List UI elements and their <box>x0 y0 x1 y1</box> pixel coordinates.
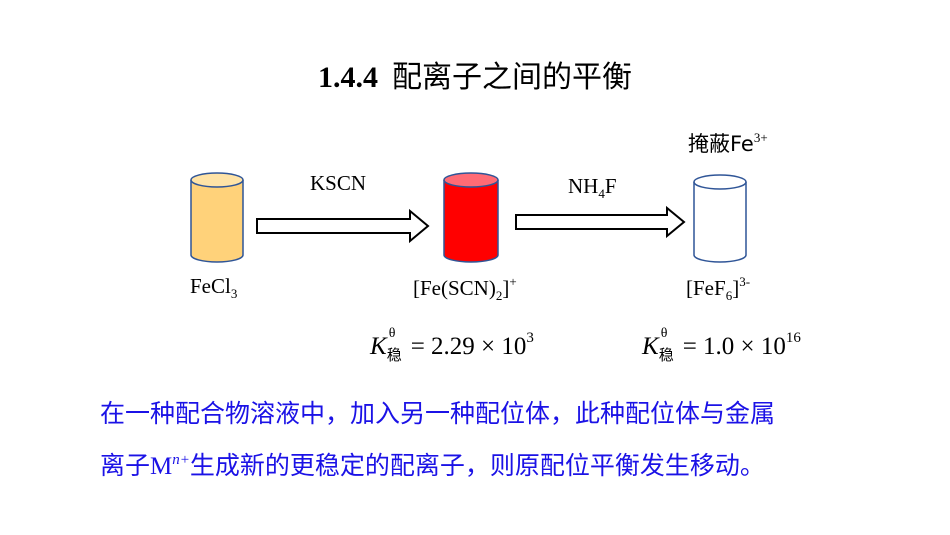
beaker-fef6 <box>693 174 747 263</box>
arrow-kscn <box>256 208 430 244</box>
reagent-nh4f: NH4F <box>568 174 617 201</box>
masking-note: 掩蔽Fe3+ <box>688 130 768 156</box>
beaker-fescn <box>443 172 499 263</box>
section-title-text: 配离子之间的平衡 <box>392 60 632 95</box>
explanation-line-1: 在一种配合物溶液中，加入另一种配位体，此种配位体与金属 <box>100 399 776 428</box>
label-fescn: [Fe(SCN)2]+ <box>413 274 517 303</box>
label-fecl3: FeCl3 <box>190 274 238 301</box>
beaker-fecl3 <box>190 172 244 263</box>
arrow-nh4f <box>515 205 686 239</box>
page-title: 1.4.4 配离子之间的平衡 <box>0 52 950 96</box>
reagent-kscn: KSCN <box>310 171 367 195</box>
label-fef6: [FeF6]3- <box>686 274 751 303</box>
section-number: 1.4.4 <box>318 61 378 94</box>
explanation-line-2: 离子Mn+生成新的更稳定的配离子，则原配位平衡发生移动。 <box>100 451 765 480</box>
